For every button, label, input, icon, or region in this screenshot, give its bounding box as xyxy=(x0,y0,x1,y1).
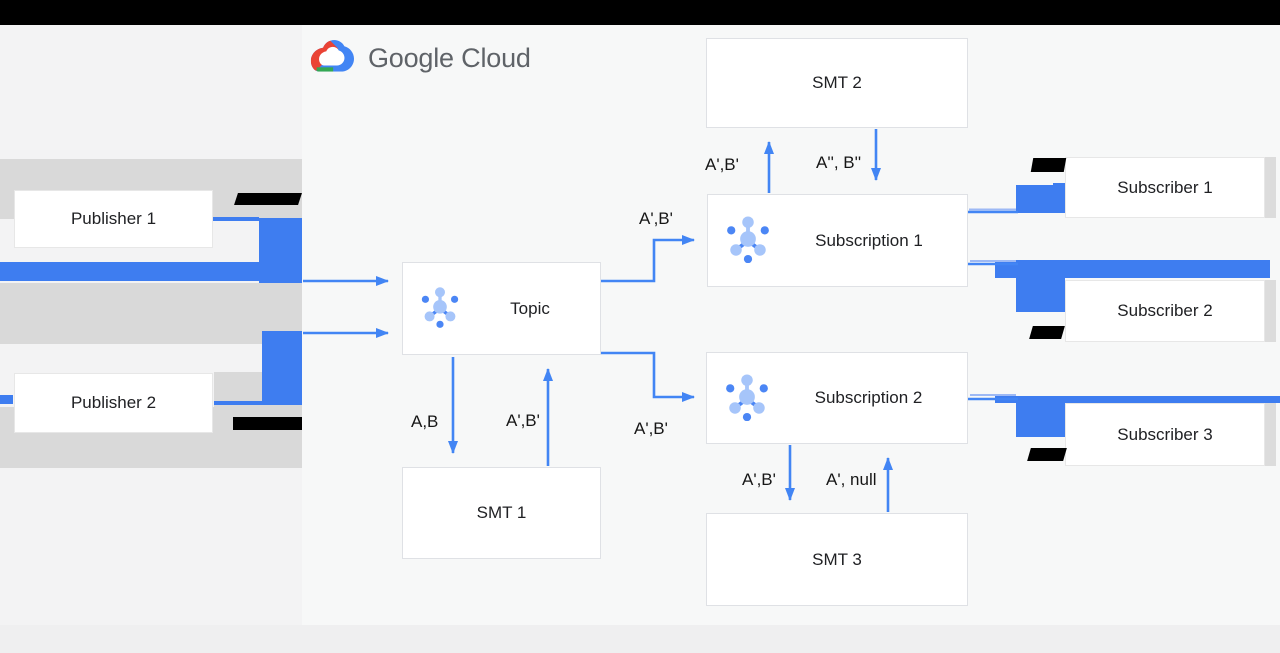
node-label: SMT 3 xyxy=(812,549,862,569)
google-cloud-logo: Google Cloud xyxy=(308,40,531,76)
node-label: Publisher 2 xyxy=(70,393,157,412)
subscriber3-connector-column xyxy=(1016,403,1065,437)
redaction-mark xyxy=(1027,448,1067,461)
publisher2-connector-block xyxy=(262,331,302,405)
redaction-mark xyxy=(1030,158,1067,172)
node-subscriber-3: Subscriber 3 xyxy=(1065,403,1265,466)
node-topic: Topic xyxy=(402,262,601,355)
subscriber3-edge-strip xyxy=(1265,403,1276,466)
node-smt-1: SMT 1 xyxy=(402,467,601,559)
edge-label-subscription2-smt3: A',B' xyxy=(742,470,776,489)
node-label: Subscription 2 xyxy=(814,388,923,407)
pubsub-icon xyxy=(420,284,460,333)
pubsub-icon xyxy=(725,213,771,268)
edge-label-subscription1-smt2: A',B' xyxy=(705,155,739,174)
redaction-mark xyxy=(1029,326,1065,339)
edge-label-topic-subscription1: A',B' xyxy=(639,209,673,228)
node-subscriber-2: Subscriber 2 xyxy=(1065,280,1265,342)
node-label: SMT 1 xyxy=(476,503,527,522)
node-label: Subscription 1 xyxy=(815,230,923,250)
top-black-bar xyxy=(0,0,1280,25)
node-subscription-2: Subscription 2 xyxy=(706,352,968,444)
redaction-mark xyxy=(233,417,302,430)
subscriber2-connector-column xyxy=(1016,278,1065,312)
subscriber3-connector-bar xyxy=(995,396,1280,403)
google-cloud-logo-icon xyxy=(308,40,354,76)
node-label: Topic xyxy=(510,298,550,318)
google-cloud-wordmark: Google Cloud xyxy=(368,42,531,73)
publisher2-connector-line xyxy=(214,401,262,405)
subscriber2-connector-bar xyxy=(995,260,1270,278)
edge-label-smt3-subscription2: A', null xyxy=(826,470,877,489)
node-label: SMT 2 xyxy=(812,73,862,92)
edge-label-topic-smt1: A,B xyxy=(411,412,439,431)
pubsub-icon xyxy=(724,371,770,426)
edge-label-smt2-subscription1: A'', B'' xyxy=(816,153,862,172)
bottom-strip xyxy=(0,625,1280,653)
node-label: Publisher 1 xyxy=(70,209,157,228)
node-smt-2: SMT 2 xyxy=(706,38,968,128)
node-label: Subscriber 3 xyxy=(1117,424,1213,444)
publisher1-connector-line xyxy=(213,217,259,221)
redaction-mark xyxy=(234,193,302,205)
node-smt-3: SMT 3 xyxy=(706,513,968,606)
redaction-band xyxy=(0,283,302,344)
publisher2-edge-bar xyxy=(0,395,13,404)
publisher1-connector-bar xyxy=(0,262,259,281)
subscriber1-connector-block xyxy=(1016,185,1065,213)
subscriber2-edge-strip xyxy=(1265,280,1276,342)
node-publisher-1: Publisher 1 xyxy=(14,190,213,248)
node-subscription-1: Subscription 1 xyxy=(707,194,968,287)
node-label: Subscriber 1 xyxy=(1117,177,1213,197)
node-subscriber-1: Subscriber 1 xyxy=(1065,157,1265,218)
edge-label-smt1-topic: A',B' xyxy=(506,411,540,430)
publisher1-connector-block xyxy=(259,218,302,283)
subscriber1-edge-strip xyxy=(1265,157,1276,218)
edge-label-topic-subscription2: A',B' xyxy=(634,419,668,438)
node-publisher-2: Publisher 2 xyxy=(14,373,213,433)
node-label: Subscriber 2 xyxy=(1117,301,1213,320)
